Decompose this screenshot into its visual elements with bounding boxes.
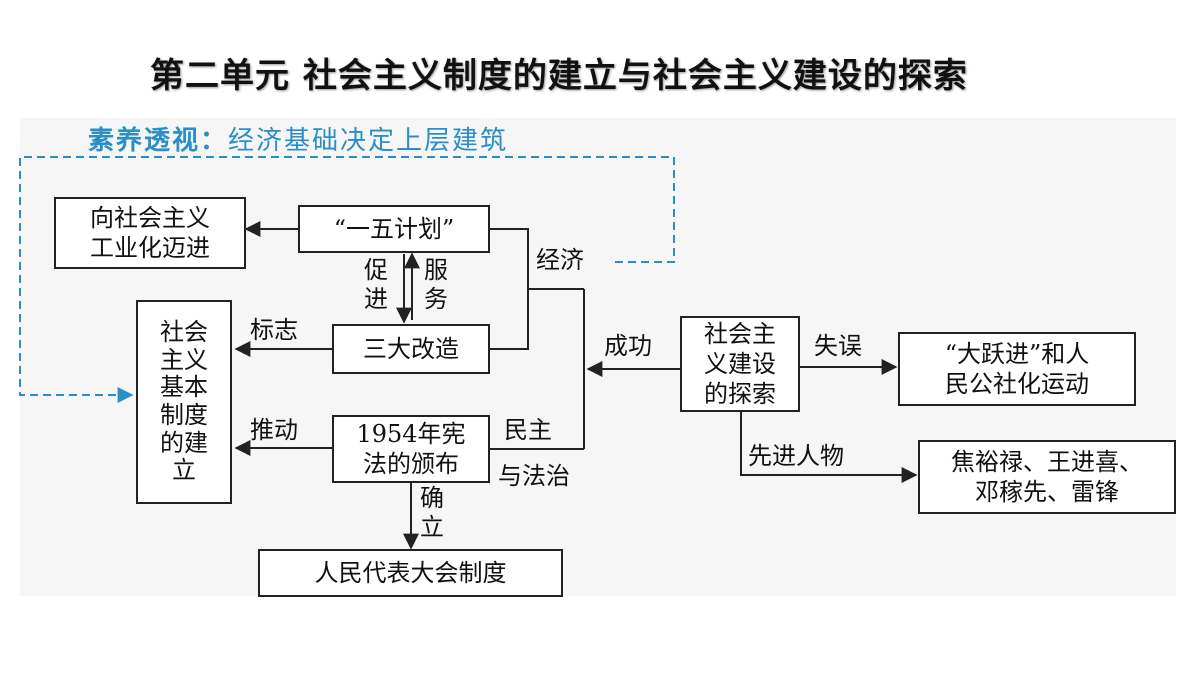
label-serve: 服 务 (424, 256, 448, 313)
literacy-heading: 素养透视：经济基础决定上层建筑 (88, 120, 508, 157)
economy-bracket (490, 228, 529, 350)
label-success: 成功 (604, 332, 652, 360)
arrow-advanced (740, 412, 918, 483)
page-title: 第二单元 社会主义制度的建立与社会主义建设的探索 (150, 56, 968, 96)
box-exploration: 社会主 义建设 的探索 (680, 316, 800, 412)
label-democracy-2: 与法治 (498, 462, 570, 490)
label-mistake: 失误 (814, 332, 862, 360)
label-promote: 促 进 (364, 256, 388, 313)
box-five-year-plan: “一五计划” (298, 205, 490, 253)
box-great-leap: “大跃进”和人 民公社化运动 (898, 332, 1136, 406)
label-mark: 标志 (250, 316, 298, 344)
literacy-key: 素养透视： (88, 126, 229, 156)
box-figures: 焦裕禄、王进喜、 邓稼先、雷锋 (918, 440, 1176, 514)
label-establish: 确 立 (420, 484, 444, 541)
box-three-transformations: 三大改造 (332, 324, 490, 374)
label-economy: 经济 (536, 246, 584, 274)
label-push: 推动 (250, 416, 298, 444)
box-basic-system: 社会 主义 基本 制度 的建 立 (136, 300, 232, 504)
label-advanced: 先进人物 (748, 442, 844, 470)
box-npc: 人民代表大会制度 (258, 549, 563, 597)
box-industrialize: 向社会主义 工业化迈进 (54, 197, 246, 269)
label-democracy-1: 民主 (504, 416, 552, 444)
literacy-text: 经济基础决定上层建筑 (228, 126, 509, 156)
box-constitution: 1954年宪 法的颁布 (332, 415, 490, 483)
